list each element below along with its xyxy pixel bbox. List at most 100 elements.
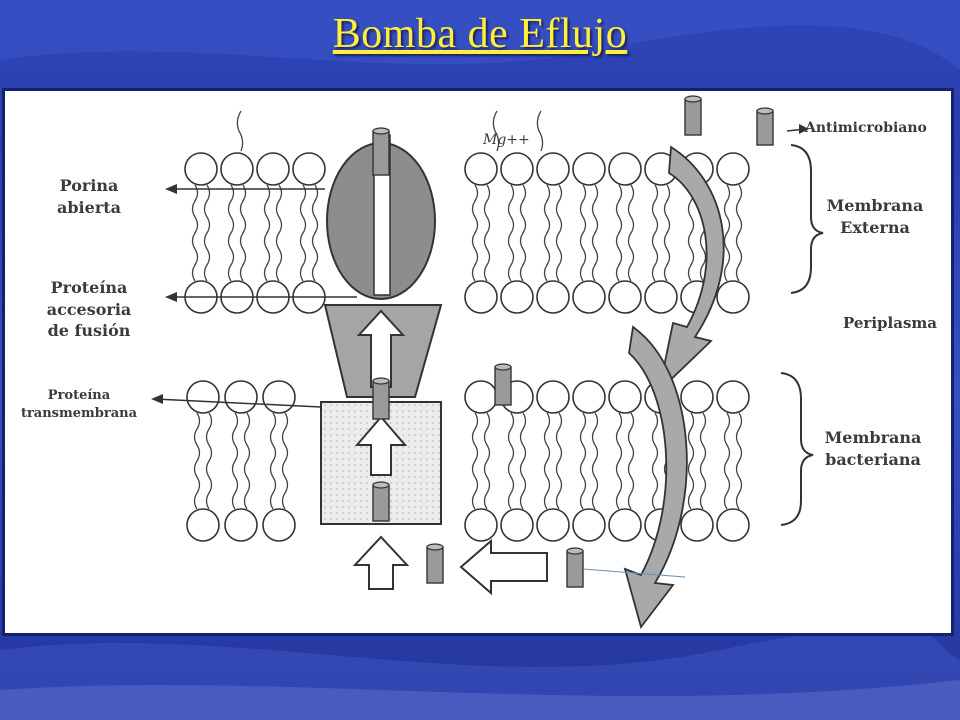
lipid-head: [572, 280, 606, 314]
lipid-head: [536, 280, 570, 314]
lipid-head: [220, 152, 254, 186]
lipid-head: [500, 152, 534, 186]
lipid-head: [186, 380, 220, 414]
lipid-head: [464, 152, 498, 186]
lipid-tail: [735, 184, 743, 282]
lipid-head: [608, 380, 642, 414]
lipid-tail: [687, 412, 695, 510]
lipid-head: [464, 508, 498, 542]
lipid-tail: [591, 412, 599, 510]
lipid-tail: [492, 110, 500, 152]
lipid-head: [464, 280, 498, 314]
lipid-head: [608, 508, 642, 542]
antimicrobial-molecule: [426, 543, 444, 584]
lipid-head: [262, 380, 296, 414]
lipid-head: [644, 280, 678, 314]
lipid-tail: [483, 412, 491, 510]
antimicrobial-molecule: [566, 547, 584, 588]
lipid-head: [716, 508, 750, 542]
label-mg-ion: Mg++: [483, 132, 530, 148]
lipid-tail: [555, 184, 563, 282]
lipid-tail: [205, 412, 213, 510]
lipid-head: [292, 152, 326, 186]
lipid-tail: [193, 412, 201, 510]
lipid-tail: [231, 412, 239, 510]
label-porina-abierta: Porina abierta: [57, 176, 121, 217]
slide-title: Bomba de Eflujo: [332, 11, 628, 57]
lipid-tail: [651, 184, 659, 282]
lipid-tail: [735, 412, 743, 510]
lipid-head: [224, 508, 258, 542]
membrane-layer: [184, 110, 750, 542]
lipid-head: [262, 508, 296, 542]
antimicrobial-molecule: [756, 107, 774, 146]
efflux-pump-diagram: [151, 95, 824, 629]
lipid-head: [716, 280, 750, 314]
lipid-head: [536, 152, 570, 186]
lipid-tail: [723, 184, 731, 282]
lipid-head: [186, 508, 220, 542]
lipid-tail: [236, 110, 244, 152]
curved-arrow-outer: [657, 145, 725, 394]
up-arrow-transmembrane: [354, 415, 408, 476]
lipid-head: [572, 152, 606, 186]
lipid-tail: [536, 110, 544, 152]
lipid-tail: [263, 184, 271, 282]
lipid-tail: [239, 184, 247, 282]
antimicrobial-molecule: [372, 127, 390, 176]
lipid-head: [572, 380, 606, 414]
lipid-tail: [663, 184, 671, 282]
lipid-head: [224, 380, 258, 414]
lipid-tail: [615, 412, 623, 510]
lipid-tail: [555, 412, 563, 510]
left-arrow: [459, 538, 548, 596]
lipid-tail: [627, 412, 635, 510]
lipid-head: [680, 380, 714, 414]
antimicrobial-molecule: [372, 481, 390, 522]
pointer-lines: [151, 124, 824, 578]
lipid-tail: [519, 412, 527, 510]
lipid-tail: [311, 184, 319, 282]
lipid-tail: [471, 412, 479, 510]
lipid-head: [680, 508, 714, 542]
lipid-head: [536, 508, 570, 542]
lipid-tail: [591, 184, 599, 282]
lipid-tail: [579, 412, 587, 510]
lipid-tail: [275, 184, 283, 282]
antimicrobial-molecules: [372, 95, 774, 588]
lipid-head: [184, 152, 218, 186]
lipid-tail: [281, 412, 289, 510]
lipid-tail: [227, 184, 235, 282]
label-periplasma: Periplasma: [843, 314, 937, 332]
lipid-tail: [269, 412, 277, 510]
lipid-tail: [191, 184, 199, 282]
diagram-frame: Porina abierta Proteína accesoria de fus…: [2, 88, 954, 636]
lipid-head: [464, 380, 498, 414]
lipid-head: [716, 152, 750, 186]
lipid-head: [716, 380, 750, 414]
label-antimicrobiano: Antimicrobiano: [805, 120, 927, 136]
label-proteina-accesoria: Proteína accesoria de fusión: [46, 278, 132, 341]
lipid-tail: [543, 412, 551, 510]
brace-bacterial-membrane: [780, 372, 814, 526]
lipid-tail: [519, 184, 527, 282]
lipid-head: [536, 380, 570, 414]
lipid-tail: [203, 184, 211, 282]
curved-arrow-inner: [623, 325, 688, 629]
lipid-tail: [687, 184, 695, 282]
lipid-head: [608, 280, 642, 314]
up-arrow-entry: [352, 535, 410, 590]
lipid-head: [608, 152, 642, 186]
lipid-tail: [471, 184, 479, 282]
lipid-tail: [483, 184, 491, 282]
antimicrobial-molecule: [372, 377, 390, 420]
lipid-tail: [543, 184, 551, 282]
label-membrana-externa: Membrana Externa: [826, 196, 924, 237]
lipid-tail: [723, 412, 731, 510]
lipid-head: [500, 280, 534, 314]
label-proteina-transmembrana: Proteína transmembrana: [20, 388, 138, 421]
lipid-tail: [243, 412, 251, 510]
lipid-tail: [627, 184, 635, 282]
lipid-tail: [507, 412, 515, 510]
